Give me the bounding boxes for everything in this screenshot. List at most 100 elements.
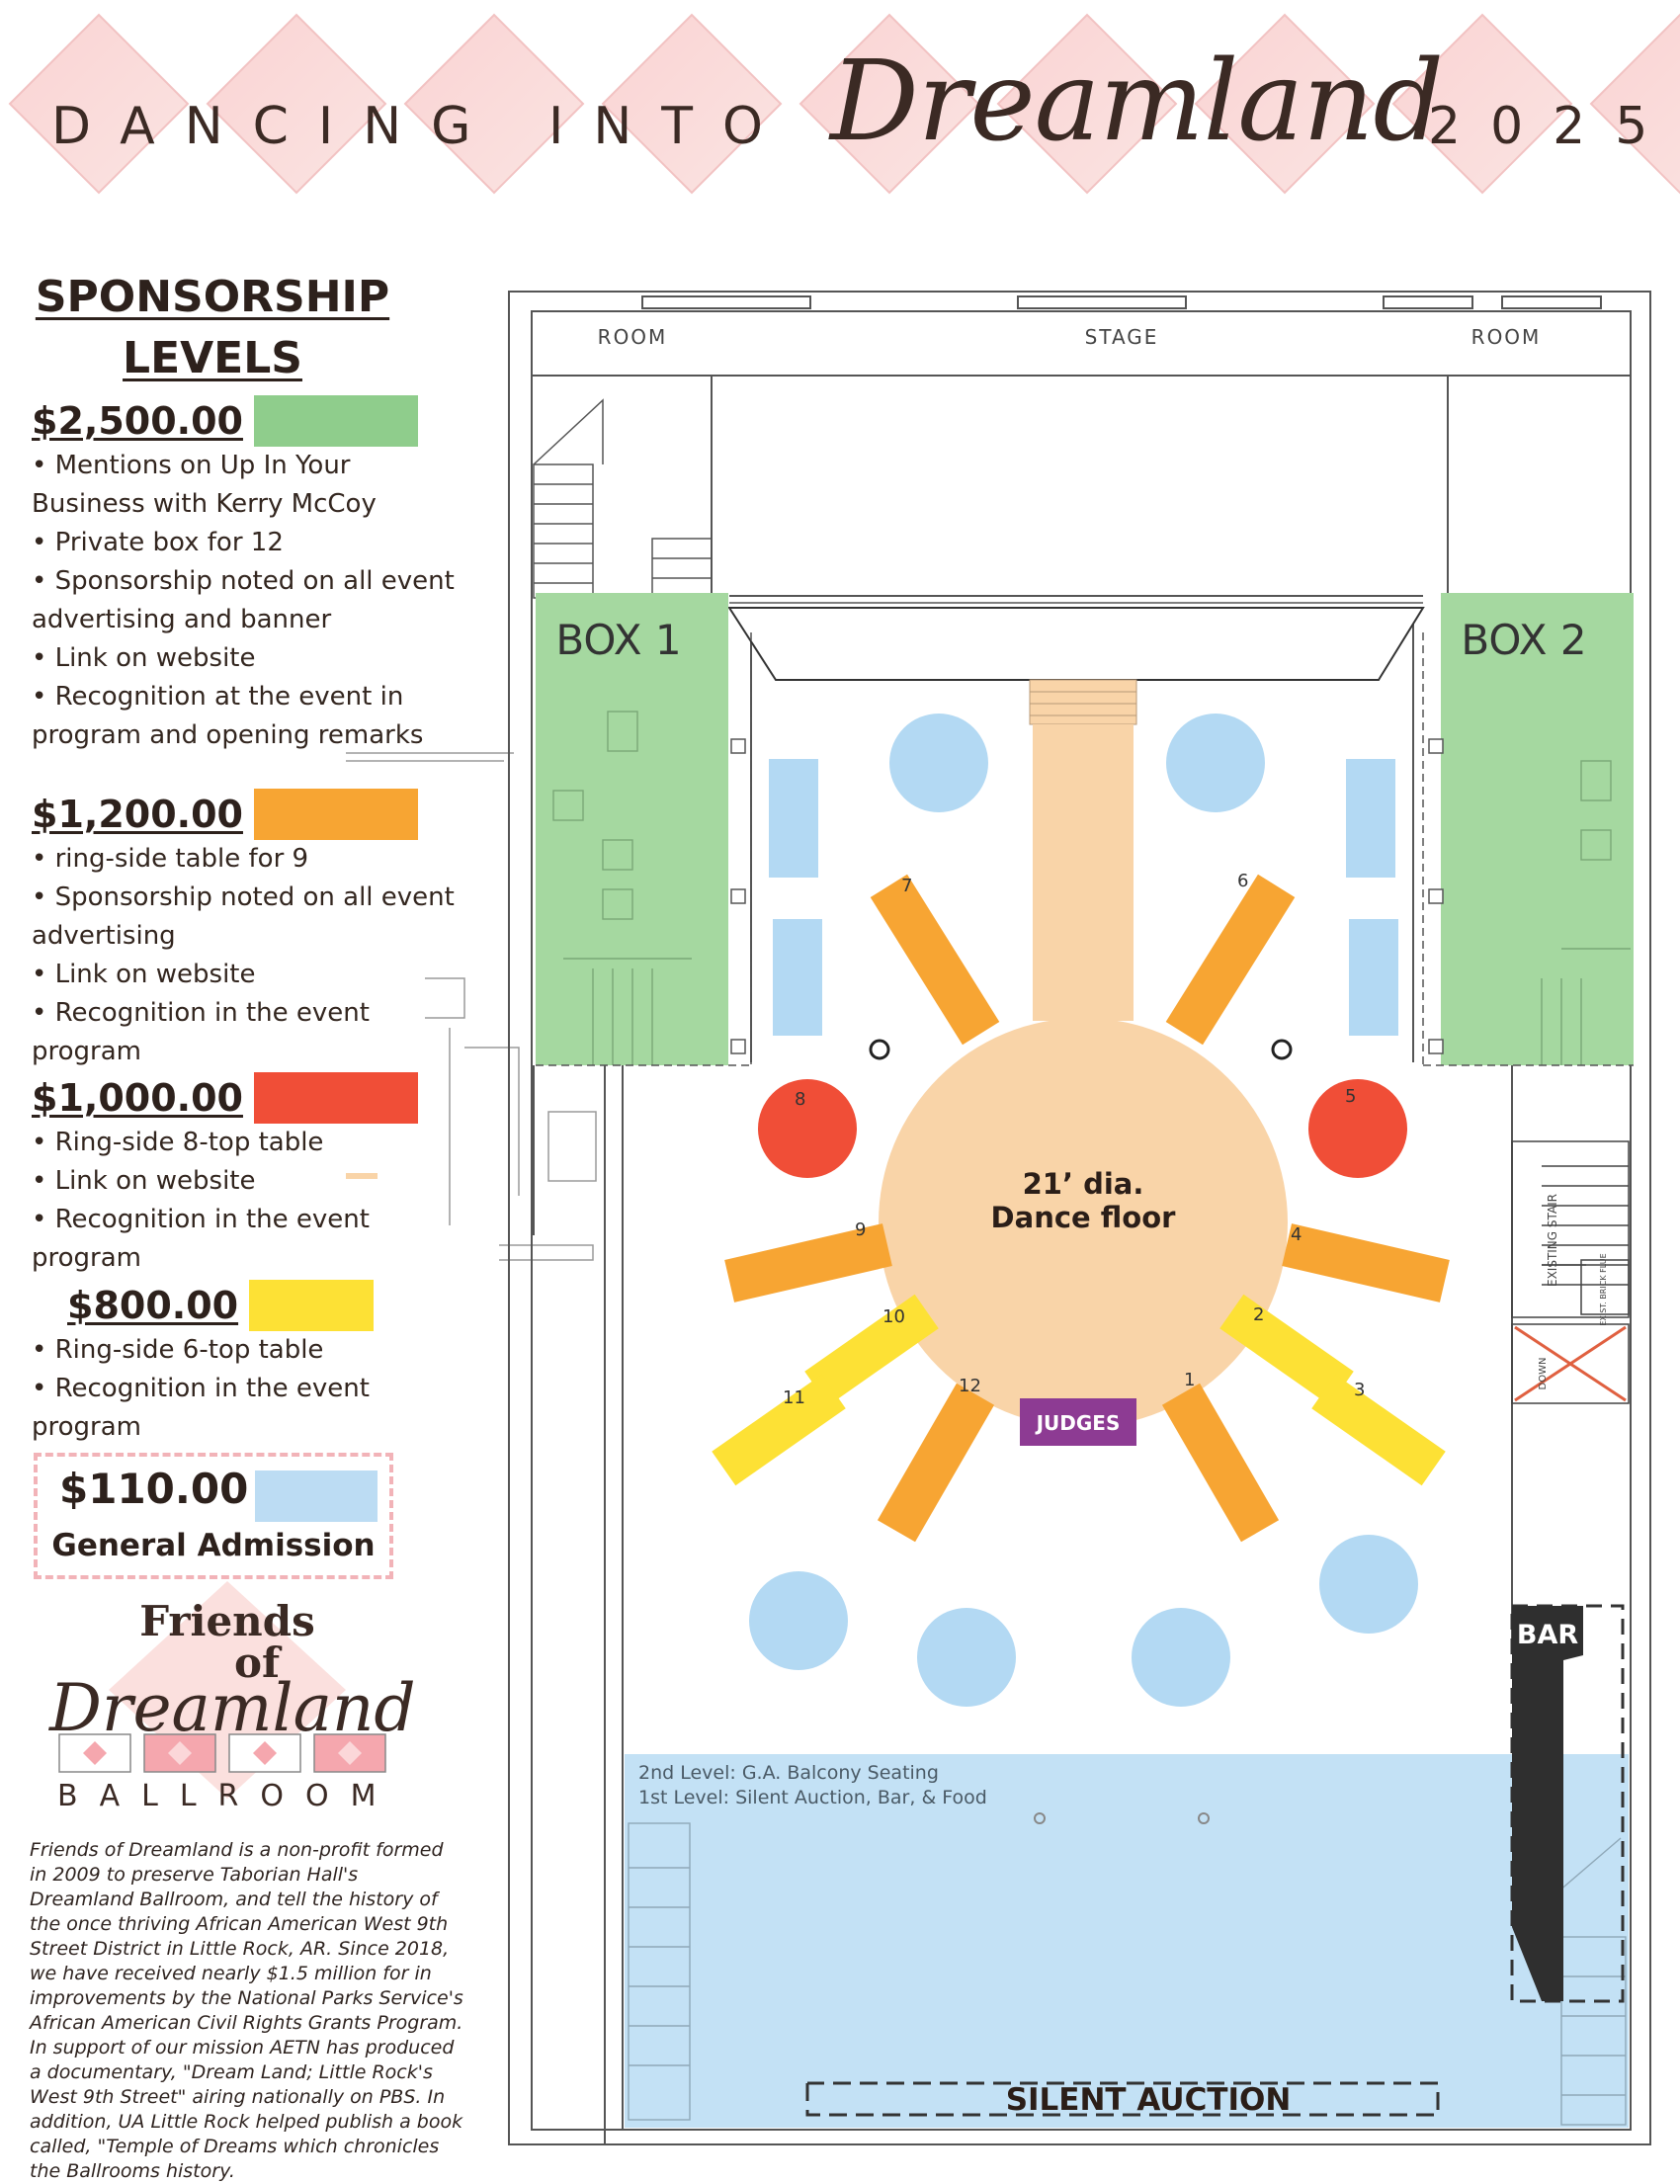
background-walls <box>346 752 597 1261</box>
table-9[interactable] <box>724 1223 892 1302</box>
tier-1000: $1,000.00 • Ring-side 8-top table • Link… <box>32 1072 457 1278</box>
balcony-stairs <box>628 1822 1627 2126</box>
event-title: DANCING INTO Dreamland 2025 <box>0 38 1680 166</box>
stage-label: STAGE <box>1085 325 1159 349</box>
post <box>869 1039 890 1060</box>
tier-1200: $1,200.00 • ring-side table for 9 • Spon… <box>32 789 457 1071</box>
down-label: DOWN <box>1538 1358 1549 1390</box>
table-4[interactable] <box>1282 1223 1450 1302</box>
logo-dreamland: Dreamland <box>49 1670 416 1746</box>
sponsorship-title: SPONSORSHIP LEVELS <box>0 267 425 389</box>
ga-rect-table[interactable] <box>1349 919 1398 1036</box>
post <box>1271 1039 1293 1060</box>
room-right-label: ROOM <box>1471 325 1542 349</box>
tier-benefit: • Ring-side 8-top table <box>32 1128 324 1157</box>
tier-price: $800.00 <box>67 1284 239 1327</box>
sponsorship-title-line2: LEVELS <box>123 333 302 383</box>
table-numbers: 7 6 8 5 9 4 10 2 11 3 12 1 <box>783 871 1365 1408</box>
table-number: 12 <box>959 1376 981 1396</box>
bar-counter[interactable] <box>1512 1606 1583 2001</box>
table-number: 10 <box>882 1306 905 1327</box>
balcony-label-1: 2nd Level: G.A. Balcony Seating <box>638 1762 939 1784</box>
existing-stair <box>1511 1140 1630 1404</box>
radial-tables <box>712 874 1450 1543</box>
table-number: 7 <box>901 876 912 896</box>
tier-color-swatch <box>249 1280 375 1331</box>
tier-2500: $2,500.00 • Mentions on Up In Your Busin… <box>32 395 457 755</box>
table-number: 4 <box>1291 1224 1302 1245</box>
ga-round-table[interactable] <box>1132 1608 1230 1707</box>
table-7[interactable] <box>870 874 1000 1046</box>
tier-benefit: • Mentions on Up In Your Business with K… <box>32 451 377 519</box>
post <box>1034 1812 1046 1824</box>
sponsorship-title-line1: SPONSORSHIP <box>35 272 390 322</box>
logo-ballroom: BALLROOM <box>57 1779 398 1813</box>
tier-color-swatch <box>254 1072 419 1124</box>
tier-benefit: • Ring-side 6-top table <box>32 1335 324 1365</box>
top-windows <box>641 295 1602 309</box>
title-into: INTO <box>548 97 793 156</box>
post <box>1198 1812 1210 1824</box>
table-2[interactable] <box>1219 1294 1354 1406</box>
stage-front <box>727 595 1425 681</box>
general-admission-box: $110.00 General Admission <box>34 1453 393 1579</box>
tier-benefit: • Link on website <box>32 643 256 673</box>
tier-benefit: • Recognition in the event program <box>32 1374 370 1442</box>
tier-800: $800.00 • Ring-side 6-top table • Recogn… <box>32 1280 457 1447</box>
table-number: 8 <box>795 1089 805 1110</box>
box-2[interactable] <box>1441 593 1634 1065</box>
logo-friends: Friends <box>139 1597 315 1645</box>
tier-color-swatch <box>254 395 419 447</box>
ga-rect-table[interactable] <box>769 759 818 878</box>
ga-label: General Admission <box>51 1528 376 1563</box>
tier-benefit: • Recognition in the event program <box>32 998 370 1066</box>
tier-price: $1,000.00 <box>32 1076 243 1120</box>
diamond-band <box>8 13 1680 195</box>
ga-rect-table[interactable] <box>1346 759 1395 878</box>
balcony-label-2: 1st Level: Silent Auction, Bar, & Food <box>638 1787 987 1808</box>
table-6[interactable] <box>1165 874 1296 1046</box>
brick-flue-label: EXIST. BRICK FLUE <box>1599 1253 1608 1325</box>
dance-floor[interactable] <box>879 1018 1288 1427</box>
about-text: Friends of Dreamland is a non-profit for… <box>30 1839 463 2182</box>
ga-rect-table[interactable] <box>773 919 822 1036</box>
balcony-area[interactable] <box>625 1754 1629 2128</box>
table-10[interactable] <box>804 1294 939 1406</box>
table-3[interactable] <box>1311 1374 1446 1486</box>
ga-round-table[interactable] <box>1166 714 1265 812</box>
box-fixtures <box>552 711 1631 1065</box>
silent-auction-label: SILENT AUCTION <box>1006 2082 1292 2118</box>
table-11[interactable] <box>712 1374 846 1486</box>
stage-steps <box>1029 679 1137 725</box>
bar-label: BAR <box>1517 1620 1578 1650</box>
tier-price: $1,200.00 <box>32 793 243 836</box>
dance-floor-label-2: Dance floor <box>991 1201 1177 1234</box>
columns <box>730 738 1444 1054</box>
ga-round-table[interactable] <box>917 1608 1016 1707</box>
logo-of: of <box>233 1638 281 1687</box>
table-number: 9 <box>855 1219 866 1240</box>
table-number: 6 <box>1237 871 1248 891</box>
ga-round-table[interactable] <box>1319 1535 1418 1634</box>
table-8[interactable] <box>758 1079 857 1178</box>
tier-benefit: • Link on website <box>32 1166 256 1196</box>
table-5[interactable] <box>1308 1079 1407 1178</box>
judges-table[interactable] <box>1020 1398 1136 1446</box>
tier-benefit: • Recognition in the event program <box>32 1205 370 1273</box>
tier-benefit: • Private box for 12 <box>32 528 284 557</box>
table-1[interactable] <box>1161 1383 1280 1543</box>
table-number: 3 <box>1354 1380 1365 1400</box>
title-dreamland: Dreamland <box>830 38 1444 166</box>
existing-stair-label: EXISTING STAIR <box>1546 1194 1559 1287</box>
table-number: 1 <box>1184 1370 1195 1390</box>
table-12[interactable] <box>877 1383 995 1543</box>
tier-color-swatch <box>254 789 419 840</box>
ga-tables <box>749 714 1418 1707</box>
header: DANCING INTO Dreamland 2025 <box>0 0 1680 198</box>
tier-benefit: • Link on website <box>32 960 256 989</box>
dance-floor-label-1: 21’ dia. <box>1023 1167 1144 1201</box>
ga-round-table[interactable] <box>889 714 988 812</box>
ga-round-table[interactable] <box>749 1571 848 1670</box>
table-number: 2 <box>1253 1304 1264 1325</box>
